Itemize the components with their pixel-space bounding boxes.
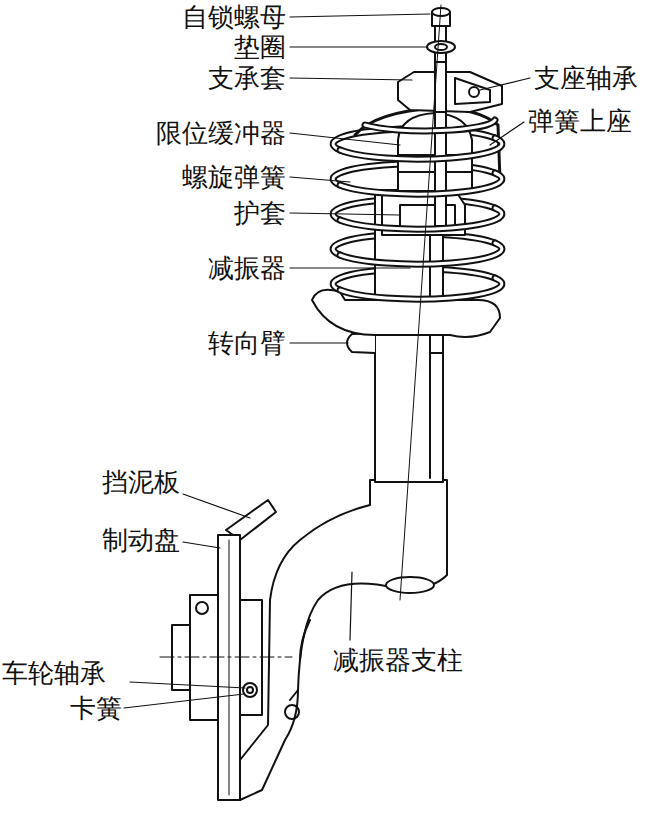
part-label: 转向臂 bbox=[208, 328, 286, 358]
part-label: 弹簧上座 bbox=[528, 106, 632, 136]
part-label: 自锁螺母 bbox=[182, 2, 286, 32]
part-label: 螺旋弹簧 bbox=[182, 162, 286, 192]
part-label: 制动盘 bbox=[102, 525, 180, 555]
part-label: 限位缓冲器 bbox=[156, 118, 286, 148]
part-label: 减振器支柱 bbox=[333, 645, 463, 675]
part-label: 垫圈 bbox=[234, 32, 286, 62]
part-label: 支座轴承 bbox=[534, 63, 638, 93]
part-label: 减振器 bbox=[208, 253, 286, 283]
part-label: 车轮轴承 bbox=[2, 658, 106, 688]
part-label: 支承套 bbox=[208, 63, 286, 93]
part-label: 卡簧 bbox=[70, 693, 122, 723]
part-label: 挡泥板 bbox=[102, 467, 180, 497]
part-label: 护套 bbox=[234, 198, 286, 228]
